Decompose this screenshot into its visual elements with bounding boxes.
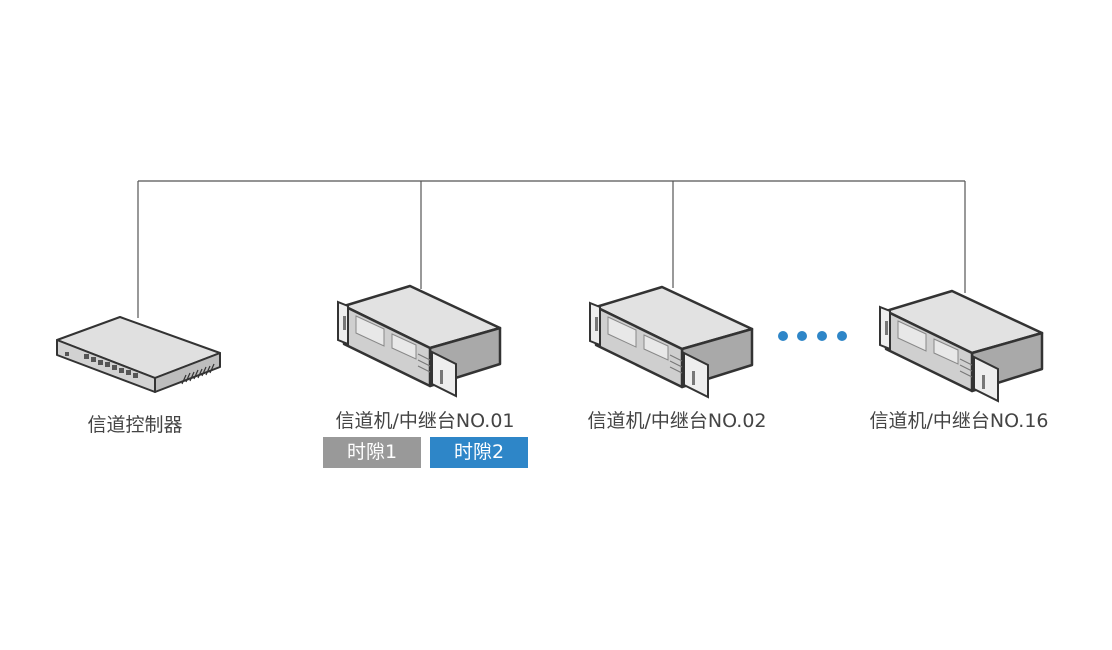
repeater-label: 信道机/中继台NO.02 — [587, 410, 767, 432]
rack-server-icon — [336, 284, 502, 398]
rack-server-icon — [588, 285, 754, 399]
timeslot-1-tag: 时隙1 — [323, 437, 421, 468]
ellipsis-dots — [778, 331, 847, 341]
repeater-label: 信道机/中继台NO.01 — [335, 410, 515, 432]
repeater-label: 信道机/中继台NO.16 — [869, 410, 1049, 432]
controller-label: 信道控制器 — [87, 414, 183, 436]
network-switch-icon — [56, 316, 221, 393]
rack-server-icon — [878, 289, 1044, 403]
connection-lines — [137, 180, 966, 318]
timeslot-2-tag: 时隙2 — [430, 437, 528, 468]
